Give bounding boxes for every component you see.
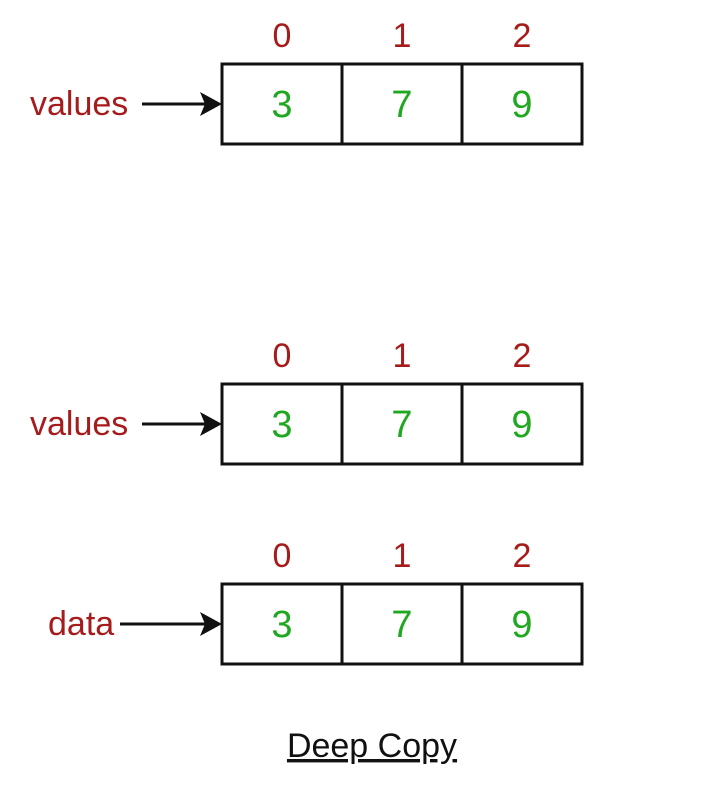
array-2-value-2: 9 (511, 404, 532, 446)
array-3-value-2: 9 (511, 604, 532, 646)
diagram-caption: Deep Copy (287, 727, 457, 765)
array-1-variable-label: values (30, 85, 128, 123)
array-3-index-0: 0 (273, 537, 292, 575)
array-3-variable-label: data (48, 605, 114, 643)
array-3-cell-2 (460, 582, 584, 666)
array-3-value-1: 7 (391, 604, 412, 646)
array-2-index-1: 1 (393, 337, 412, 375)
array-3-value-0: 3 (271, 604, 292, 646)
array-1-cell-2 (460, 62, 584, 146)
array-1-value-2: 9 (511, 84, 532, 126)
array-2: 0 1 2 3 7 9 values (30, 337, 584, 466)
array-2-index-0: 0 (273, 337, 292, 375)
array-1-value-1: 7 (391, 84, 412, 126)
array-2-value-0: 3 (271, 404, 292, 446)
array-1-pointer-arrowhead (200, 92, 222, 116)
array-1-index-0: 0 (273, 17, 292, 55)
array-2-variable-label: values (30, 405, 128, 443)
array-1-cell-1 (340, 62, 464, 146)
array-1: 0 1 2 3 7 9 values (30, 17, 584, 146)
array-1-index-1: 1 (393, 17, 412, 55)
array-1-index-2: 2 (513, 17, 532, 55)
array-2-cell-2 (460, 382, 584, 466)
array-3-pointer-arrowhead (200, 612, 222, 636)
array-1-value-0: 3 (271, 84, 292, 126)
array-2-pointer-arrowhead (200, 412, 222, 436)
array-3-index-2: 2 (513, 537, 532, 575)
array-3: 0 1 2 3 7 9 data (48, 537, 584, 666)
array-2-index-2: 2 (513, 337, 532, 375)
array-2-value-1: 7 (391, 404, 412, 446)
array-3-index-1: 1 (393, 537, 412, 575)
